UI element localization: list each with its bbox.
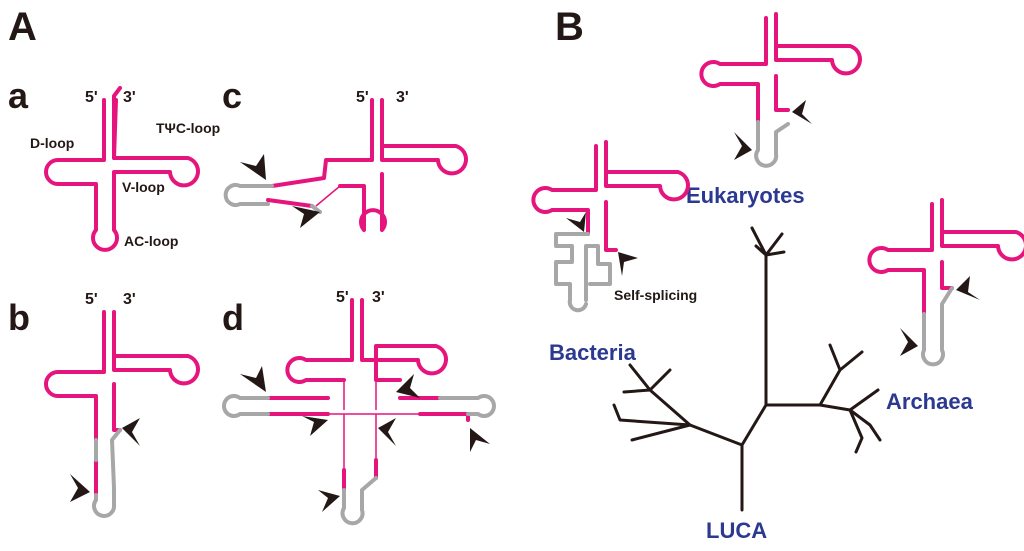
split-site-arrowhead <box>318 490 340 512</box>
subpanel-c-letter: c <box>222 75 242 116</box>
ac-loop-label: AC-loop <box>124 233 178 249</box>
split-site-arrowhead <box>378 418 396 446</box>
phylogenetic-tree <box>612 226 882 512</box>
three-prime-label-b: 3' <box>123 291 136 308</box>
trna-split-c: 5' 3' <box>223 89 468 232</box>
panel-b-letter: B <box>555 5 584 49</box>
splice-site-arrowhead <box>956 276 980 300</box>
three-prime-label-c: 3' <box>396 89 409 106</box>
split-site-arrowhead <box>292 206 320 228</box>
split-site-arrowhead <box>302 416 328 436</box>
five-prime-label-d: 5' <box>336 289 349 306</box>
trna-eukaryote <box>699 12 862 168</box>
self-splicing-label: Self-splicing <box>614 287 697 303</box>
bacteria-label: Bacteria <box>549 340 637 365</box>
splice-site-arrowhead <box>900 328 918 356</box>
three-prime-label: 3' <box>123 89 136 106</box>
split-site-arrowhead <box>470 428 490 452</box>
splice-site-arrowhead <box>618 252 638 276</box>
eukaryotes-label: Eukaryotes <box>686 183 805 208</box>
splice-site-arrowhead <box>792 100 812 124</box>
subpanel-d-letter: d <box>222 297 244 338</box>
splice-site-arrowhead <box>122 418 140 446</box>
trna-mature-a: 5' 3' D-loop TΨC-loop V-loop AC-loop <box>30 86 220 252</box>
subpanel-a-letter: a <box>8 75 29 116</box>
splice-site-arrowhead <box>734 132 752 160</box>
trna-split-d: 5' 3' <box>222 289 496 526</box>
luca-label: LUCA <box>706 518 767 543</box>
splice-site-arrowhead <box>70 474 90 502</box>
five-prime-label: 5' <box>85 89 98 106</box>
three-prime-label-d: 3' <box>372 289 385 306</box>
tpsic-loop-label: TΨC-loop <box>156 120 220 136</box>
v-loop-label: V-loop <box>122 179 165 195</box>
subpanel-b-letter: b <box>8 297 30 338</box>
trna-intron-b: 5' 3' <box>44 291 200 518</box>
d-loop-label: D-loop <box>30 135 74 151</box>
splice-site-arrowhead <box>566 212 586 232</box>
archaea-label: Archaea <box>886 389 974 414</box>
split-site-arrowhead <box>240 154 266 180</box>
trna-bacteria: Self-splicing <box>531 140 697 313</box>
five-prime-label-b: 5' <box>85 291 98 308</box>
panel-a-letter: A <box>8 5 37 49</box>
trna-archaea <box>867 198 1024 367</box>
five-prime-label-c: 5' <box>356 89 369 106</box>
split-site-arrowhead <box>240 366 266 392</box>
split-site-arrowhead <box>396 374 420 398</box>
